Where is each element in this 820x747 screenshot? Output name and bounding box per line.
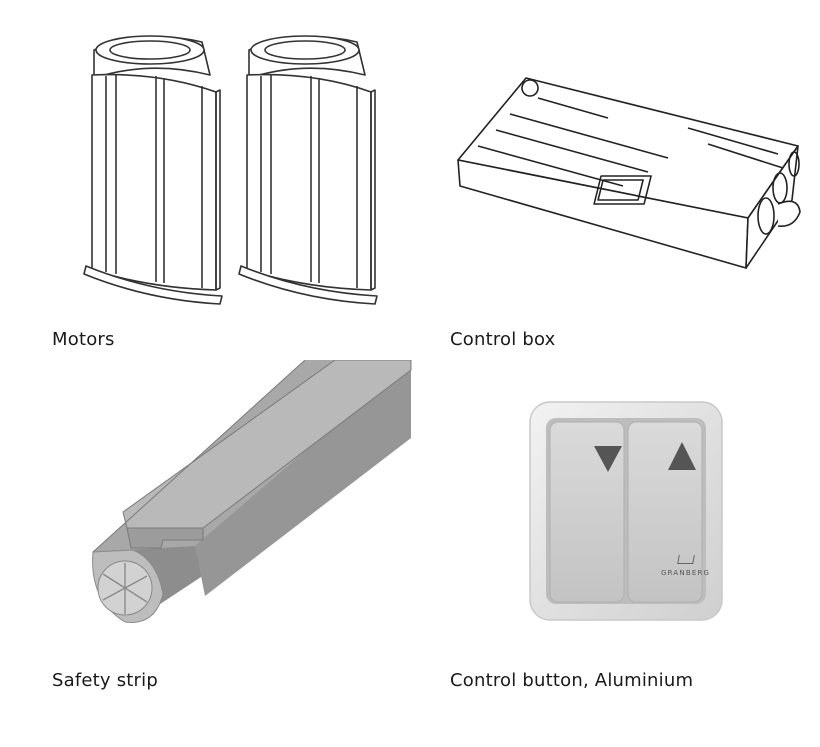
control-button-panel: GRANBERG [528, 400, 724, 622]
motors-caption: Motors [52, 329, 115, 350]
down-arrow-icon[interactable] [594, 446, 622, 472]
control-button-icon [529, 401, 723, 621]
safety-strip-panel [85, 360, 415, 630]
motors-panel [70, 20, 390, 310]
safety-strip-icon [92, 360, 412, 623]
brand-label: GRANBERG [661, 569, 711, 577]
control-box-icon [457, 77, 801, 269]
motors-icon [83, 35, 378, 305]
control-button-caption: Control button, Aluminium [450, 670, 694, 691]
brand-logo-icon [677, 555, 695, 564]
control-box-panel [448, 68, 808, 278]
up-arrow-icon[interactable] [668, 442, 696, 470]
control-box-caption: Control box [450, 329, 556, 350]
safety-strip-caption: Safety strip [52, 670, 158, 691]
